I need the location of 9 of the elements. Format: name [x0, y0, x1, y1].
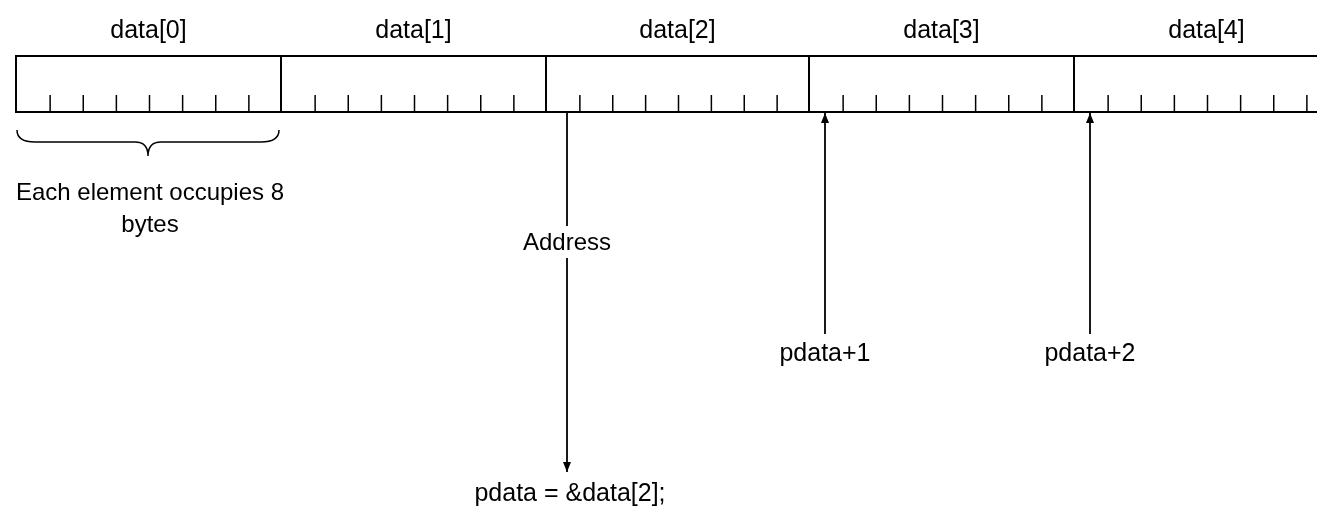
- element-label: data[3]: [902, 14, 981, 45]
- element-label: data[4]: [1167, 14, 1246, 45]
- pointer-expression: pdata = &data[2];: [420, 476, 720, 508]
- pointer-expression: pdata+1: [750, 336, 900, 368]
- note-text: Each element occupies 8 bytes: [14, 177, 286, 239]
- element-label: data[1]: [374, 14, 453, 45]
- pointer-expression: pdata+2: [1015, 336, 1165, 368]
- element-label: data[0]: [109, 14, 188, 45]
- element-label: data[2]: [638, 14, 717, 45]
